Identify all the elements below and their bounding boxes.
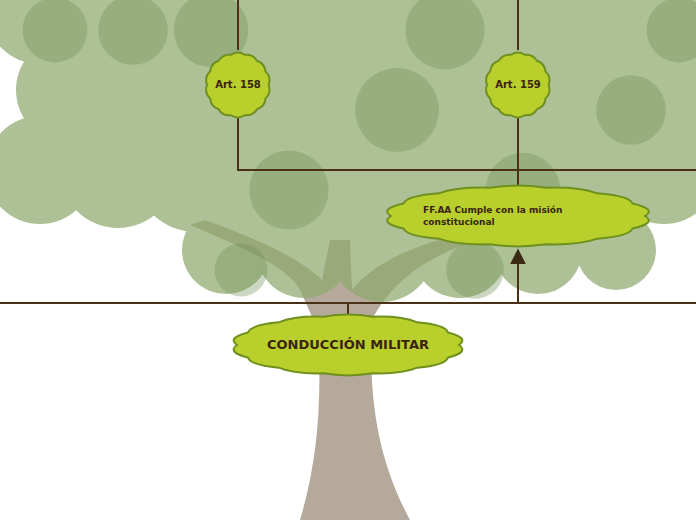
cloud-node: Art. 159 (483, 50, 553, 120)
cloud-shape (387, 186, 649, 247)
node-label: FF.AA Cumple con la misión constituciona… (423, 204, 613, 228)
tree-canopy (0, 0, 696, 302)
connector (517, 118, 519, 185)
cloud-node: Art. 158 (203, 50, 273, 120)
leaf-shade (215, 244, 268, 297)
leaf-shade (23, 0, 88, 62)
node-label: Art. 158 (215, 78, 261, 92)
leaf-cluster (610, 0, 696, 64)
leaf-shade (405, 0, 484, 70)
cloud-shape (486, 53, 549, 118)
tree-canopy-shade (23, 0, 696, 299)
cloud-node: FF.AA Cumple con la misión constituciona… (387, 183, 649, 249)
cloud-shape (234, 315, 463, 376)
leaf-shade (249, 150, 328, 229)
connector (238, 118, 518, 185)
leaf-shade (647, 0, 696, 62)
leaf-shade (446, 241, 504, 299)
cloud-node: CONDUCCIÓN MILITAR (233, 312, 463, 378)
leaf-shade (355, 68, 439, 152)
node-label: Art. 159 (495, 78, 541, 92)
leaf-shade (98, 0, 168, 65)
cloud-shape (206, 53, 269, 118)
cloud-outline (387, 183, 649, 249)
leaf-shade (596, 75, 666, 145)
node-label: CONDUCCIÓN MILITAR (267, 336, 429, 354)
guide-lines (0, 0, 696, 303)
connector (348, 250, 518, 314)
